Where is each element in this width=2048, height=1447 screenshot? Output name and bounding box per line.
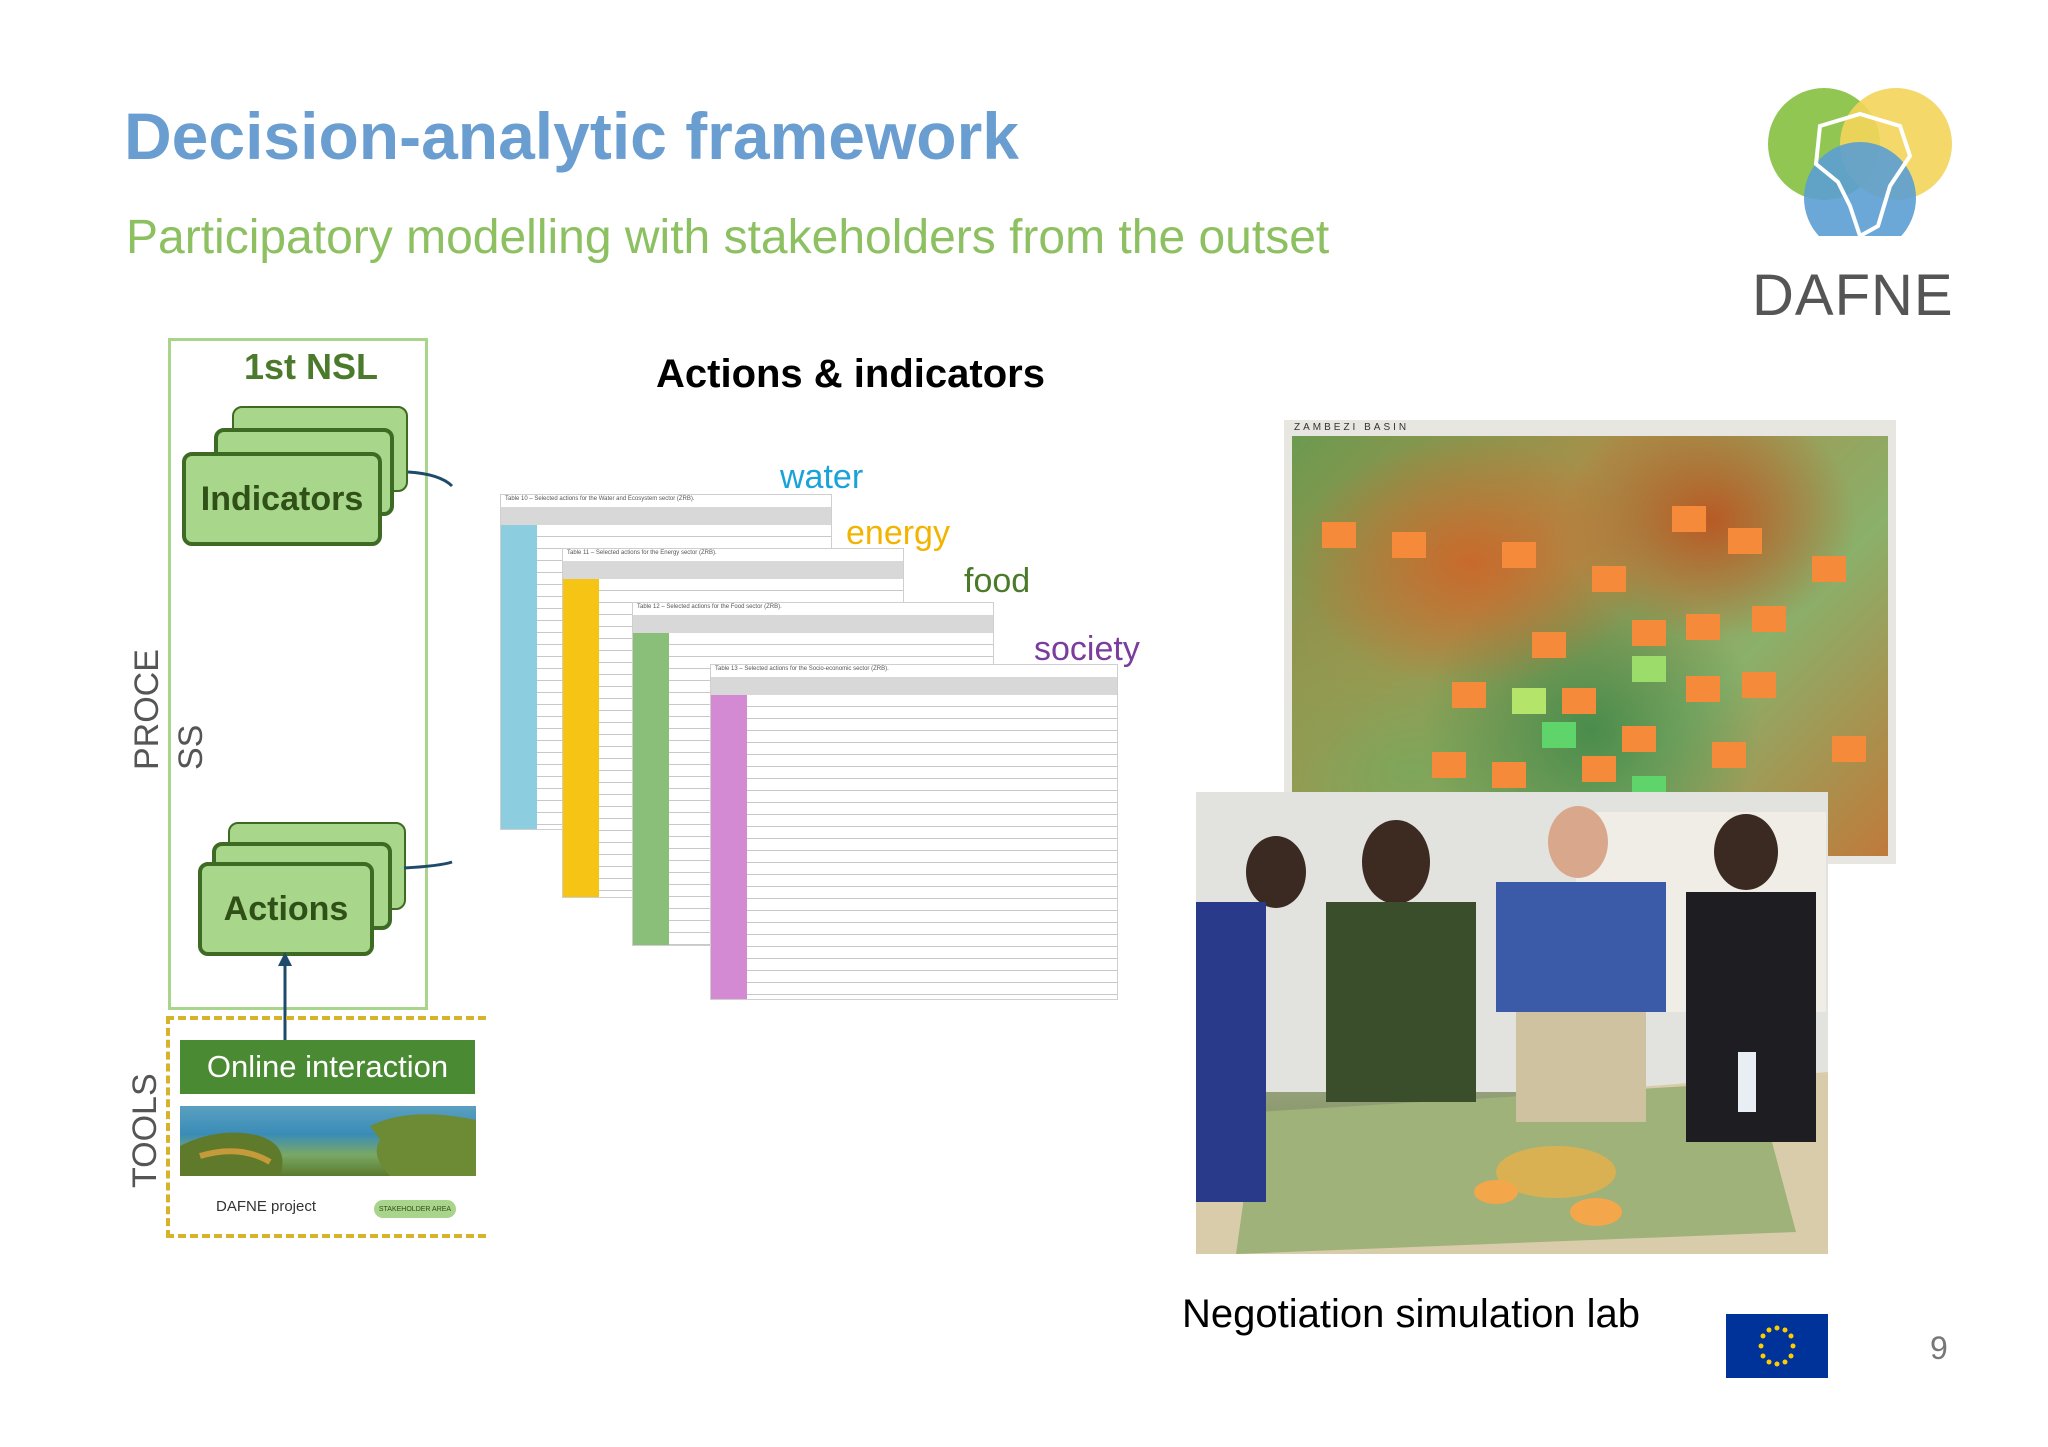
table-water-caption: Table 10 – Selected actions for the Wate… xyxy=(505,496,695,502)
indicators-card[interactable]: Indicators xyxy=(182,452,382,546)
table-society-caption: Table 13 – Selected actions for the Soci… xyxy=(715,666,889,672)
slide-title: Decision-analytic framework xyxy=(124,99,1019,173)
eu-flag-icon xyxy=(1726,1314,1828,1378)
map-title: ZAMBEZI BASIN xyxy=(1294,422,1410,433)
stakeholder-area-button[interactable]: STAKEHOLDER AREA xyxy=(374,1200,456,1218)
logo-text: DAFNE xyxy=(1752,263,1954,328)
landscape-thumbnail xyxy=(180,1106,476,1176)
actions-indicators-heading: Actions & indicators xyxy=(656,352,1045,396)
zambezi-basin-map-photo: ZAMBEZI BASIN xyxy=(1284,420,1896,864)
table-energy-caption: Table 11 – Selected actions for the Ener… xyxy=(567,550,717,556)
slide-subtitle: Participatory modelling with stakeholder… xyxy=(126,211,1330,264)
tools-label: TOOLS xyxy=(126,1073,164,1188)
tools-box xyxy=(166,1016,486,1238)
category-energy: energy xyxy=(846,514,950,552)
online-interaction-button[interactable]: Online interaction xyxy=(180,1040,475,1094)
page-number: 9 xyxy=(1930,1330,1948,1366)
negotiation-lab-photo xyxy=(1196,792,1828,1254)
actions-card[interactable]: Actions xyxy=(198,862,374,956)
category-society: society xyxy=(1034,630,1140,668)
dafne-logo: DAFNE xyxy=(1750,86,1960,328)
table-society: Table 13 – Selected actions for the Soci… xyxy=(710,664,1118,1000)
lab-caption: Negotiation simulation lab xyxy=(1182,1292,1641,1336)
nsl-label: 1st NSL xyxy=(244,346,379,387)
process-box xyxy=(168,338,428,1010)
category-food: food xyxy=(964,562,1031,600)
map-terrain xyxy=(1292,436,1888,856)
dafne-project-link[interactable]: DAFNE project xyxy=(216,1198,317,1215)
table-food-caption: Table 12 – Selected actions for the Food… xyxy=(637,604,782,610)
category-water: water xyxy=(780,458,864,496)
africa-circles-icon xyxy=(1768,88,1952,254)
